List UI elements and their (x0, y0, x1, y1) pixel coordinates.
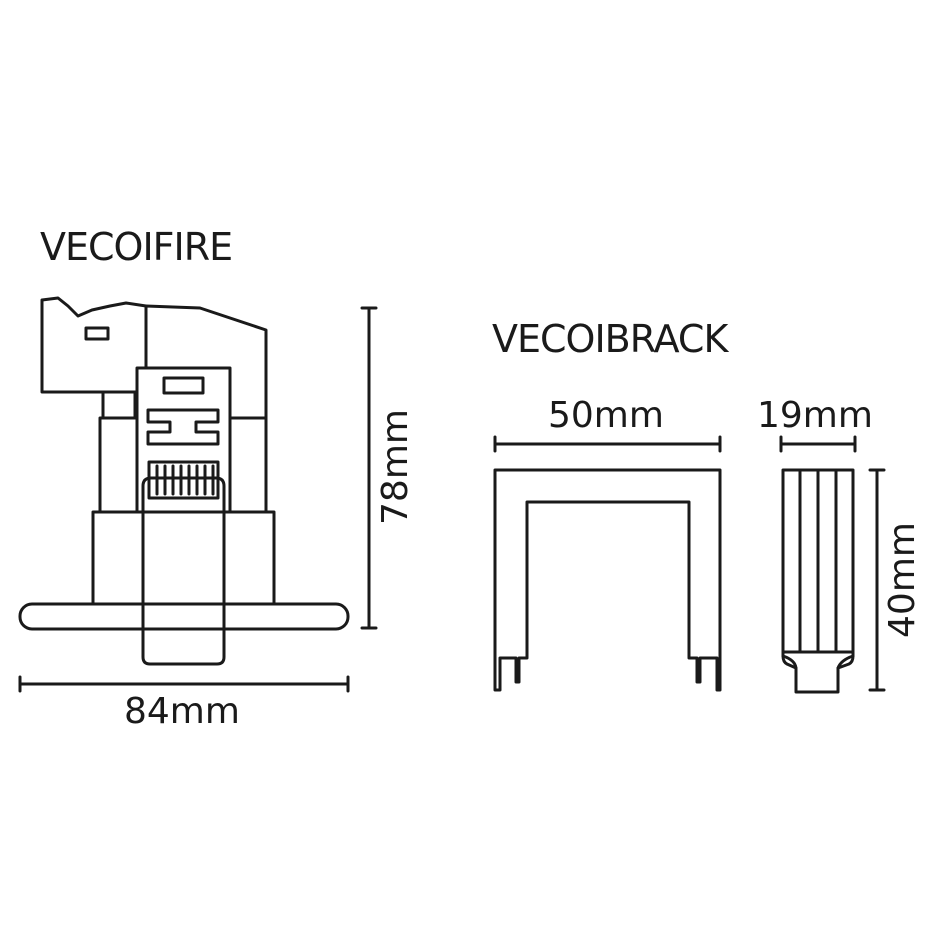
bracket-side-foot-curve (836, 654, 855, 670)
vecoibrack-width-dimension (493, 435, 722, 453)
fire-clip-neck (101, 388, 137, 422)
vecoifire-height-dimension (360, 306, 378, 630)
fire-driver-box (135, 366, 232, 514)
vecoibrack-width-label: 50mm (548, 395, 664, 436)
bracket-side-outline (781, 468, 855, 694)
fire-connector (147, 460, 220, 500)
vecoibrack-title: VECOIBRACK (492, 317, 728, 361)
vecoibrack-depth-dimension (779, 435, 857, 453)
fire-collar (91, 510, 276, 607)
vecoifire-drawing (18, 296, 350, 666)
vecoifire-width-dimension (18, 675, 350, 693)
vecoibrack-depth-label: 19mm (757, 395, 873, 436)
vecoibrack-height-dimension (868, 468, 886, 692)
vecoifire-title: VECOIFIRE (40, 225, 233, 269)
vecoibrack-front-view (493, 468, 722, 692)
fire-clip-slot (84, 326, 110, 341)
fire-connector-pins (155, 464, 215, 496)
fire-lamp-outline (141, 476, 226, 666)
fire-spring-clip (40, 296, 148, 394)
vecoifire-width-label: 84mm (124, 691, 240, 732)
vecoibrack-side-view (781, 468, 855, 694)
fire-driver-window (162, 376, 205, 395)
fire-bezel (18, 602, 350, 631)
fire-terminal-block (146, 408, 220, 446)
bracket-front-outline (493, 468, 722, 692)
bracket-side-foot-curve (781, 654, 798, 670)
